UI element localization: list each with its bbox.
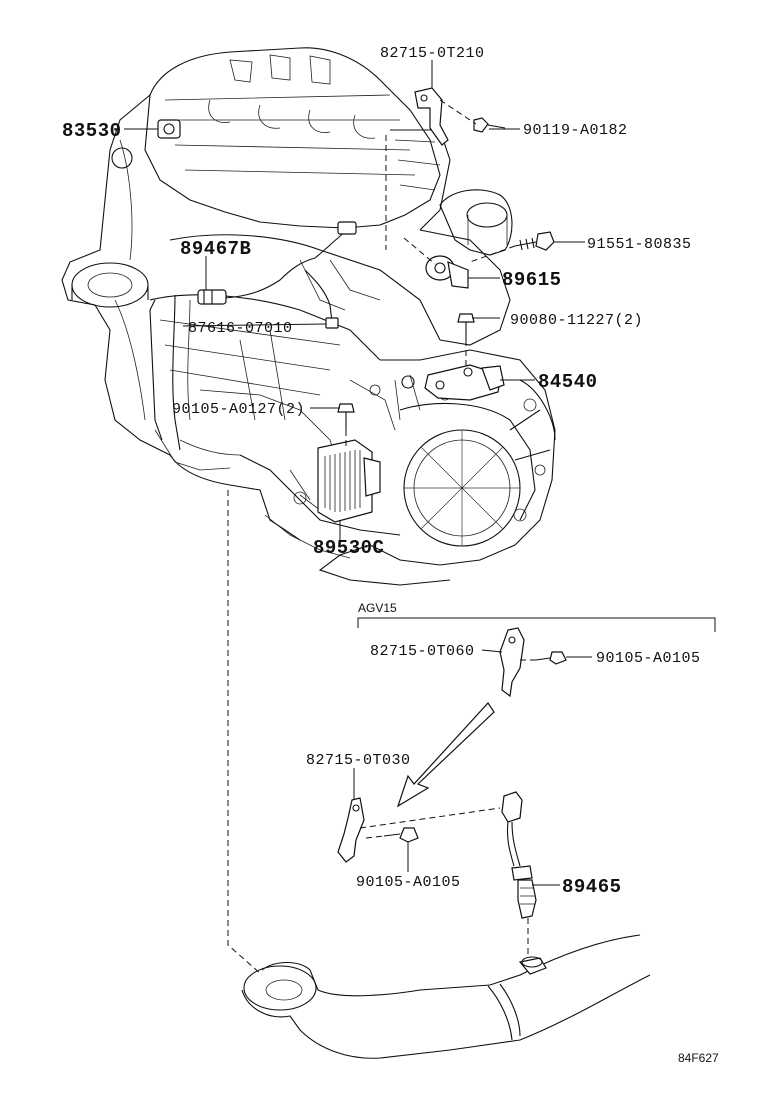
leader-lines: [124, 60, 592, 886]
knock-sensor-89615-shape: [425, 255, 469, 289]
label-90119-a0182: 90119-A0182: [523, 122, 628, 139]
bolt-91551-80835-shape: [514, 231, 555, 251]
label-89530c: 89530C: [313, 537, 384, 559]
agv15-bracket-section: [357, 617, 716, 808]
switch-84540-shape: [424, 364, 505, 401]
label-82715-0t030: 82715-0T030: [306, 752, 411, 769]
label-90080-11227: 90080-11227(2): [510, 312, 643, 329]
bracket-82715-0t210-shape: [414, 87, 449, 146]
label-89467b: 89467B: [180, 238, 251, 260]
engine-assembly: [61, 47, 556, 586]
label-agv15: AGV15: [358, 601, 397, 615]
bolt-90119-a0182-shape: [473, 117, 506, 133]
switch-83530-shape: [157, 119, 181, 139]
exhaust-section: [241, 791, 651, 1059]
engine-dashed-leaders: [227, 62, 516, 976]
label-89615: 89615: [502, 269, 562, 291]
part-labels: 82715-0T210 90119-A0182 83530 89467B 915…: [62, 45, 719, 1065]
label-84540: 84540: [538, 371, 598, 393]
ecu-89530c-shape: [317, 439, 381, 523]
bolt-90105-a0127-shape: [337, 403, 355, 430]
figure-code: 84F627: [678, 1051, 719, 1065]
label-90105-a0127: 90105-A0127(2): [172, 401, 305, 418]
bolt-90080-11227-shape: [457, 313, 475, 340]
label-83530: 83530: [62, 120, 122, 142]
label-90105-a0105-top: 90105-A0105: [596, 650, 701, 667]
label-91551-80835: 91551-80835: [587, 236, 692, 253]
label-90105-a0105-bottom: 90105-A0105: [356, 874, 461, 891]
label-87616-07010: 87616-07010: [188, 320, 293, 337]
label-89465: 89465: [562, 876, 622, 898]
label-82715-0t210: 82715-0T210: [380, 45, 485, 62]
sensor-89467b-shape: [197, 289, 227, 305]
label-82715-0t060: 82715-0T060: [370, 643, 475, 660]
